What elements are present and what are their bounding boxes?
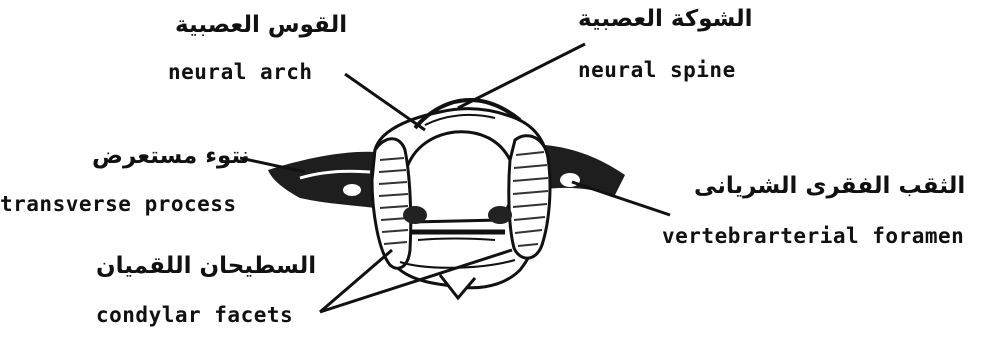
right-transverse-process <box>540 145 625 195</box>
neural-arch-english: neural arch <box>168 62 313 83</box>
neural-spine-arabic: الشوكة العصبية <box>578 8 753 31</box>
leader-neural-arch <box>345 74 425 130</box>
neural-arch-arabic: القوس العصبية <box>175 14 347 37</box>
vertebrarterial-foramen-arabic: الثقب الفقرى الشريانى <box>694 175 965 198</box>
left-condylar-facet <box>372 139 411 269</box>
left-transverse-process <box>268 152 388 210</box>
right-condylar-facet <box>509 136 550 258</box>
leader-condylar-facet-left <box>320 250 392 312</box>
leader-neural-spine <box>458 44 585 108</box>
condylar-facets-arabic: السطيحان اللقميان <box>96 255 316 278</box>
transverse-process-arabic: نتوء مستعرض <box>92 145 249 168</box>
vertebrarterial-foramen-english: vertebrarterial foramen <box>662 226 964 247</box>
neural-spine-english: neural spine <box>578 60 736 81</box>
transverse-process-english: transverse process <box>0 194 237 215</box>
leader-vertebrarterial-foramen <box>572 182 670 215</box>
condylar-facets-english: condylar facets <box>96 305 293 326</box>
